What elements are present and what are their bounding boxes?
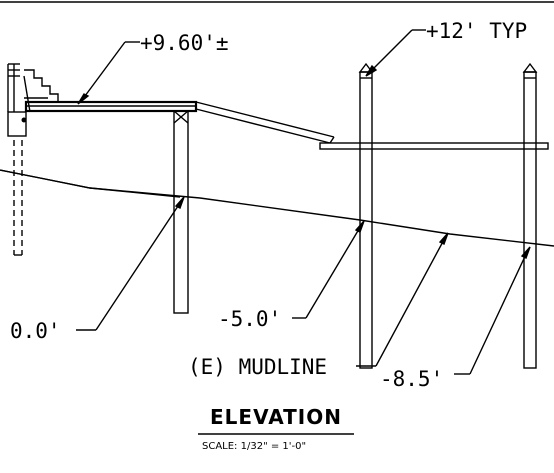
drawing-title: ELEVATION	[210, 405, 342, 429]
grade-5-leader	[292, 220, 365, 319]
deck-elev-label: +9.60'±	[140, 31, 229, 55]
grade-5-label: -5.0'	[218, 307, 281, 331]
grade-85-leader	[454, 246, 531, 375]
drawing-scale: SCALE: 1/32" = 1'-0"	[202, 441, 306, 452]
pile-top-label: +12' TYP	[426, 19, 527, 43]
existing-bulkhead	[7, 63, 27, 256]
mudline-leader	[356, 232, 449, 367]
pier-pile	[173, 110, 189, 314]
guide-pile-2	[522, 62, 538, 369]
gangway	[195, 101, 335, 144]
mudline	[0, 169, 554, 247]
guide-pile-1	[358, 62, 374, 369]
grade-0-leader	[76, 196, 185, 331]
fixed-pier-deck	[24, 100, 198, 113]
deck-elev-leader	[77, 41, 140, 105]
grade-85-label: -8.5'	[380, 367, 443, 391]
floating-dock	[319, 142, 549, 150]
grade-0-label: 0.0'	[10, 319, 61, 343]
mudline-label: (E) MUDLINE	[188, 355, 327, 379]
pile-top-leader	[365, 29, 426, 77]
upper-grade-line	[0, 169, 181, 198]
